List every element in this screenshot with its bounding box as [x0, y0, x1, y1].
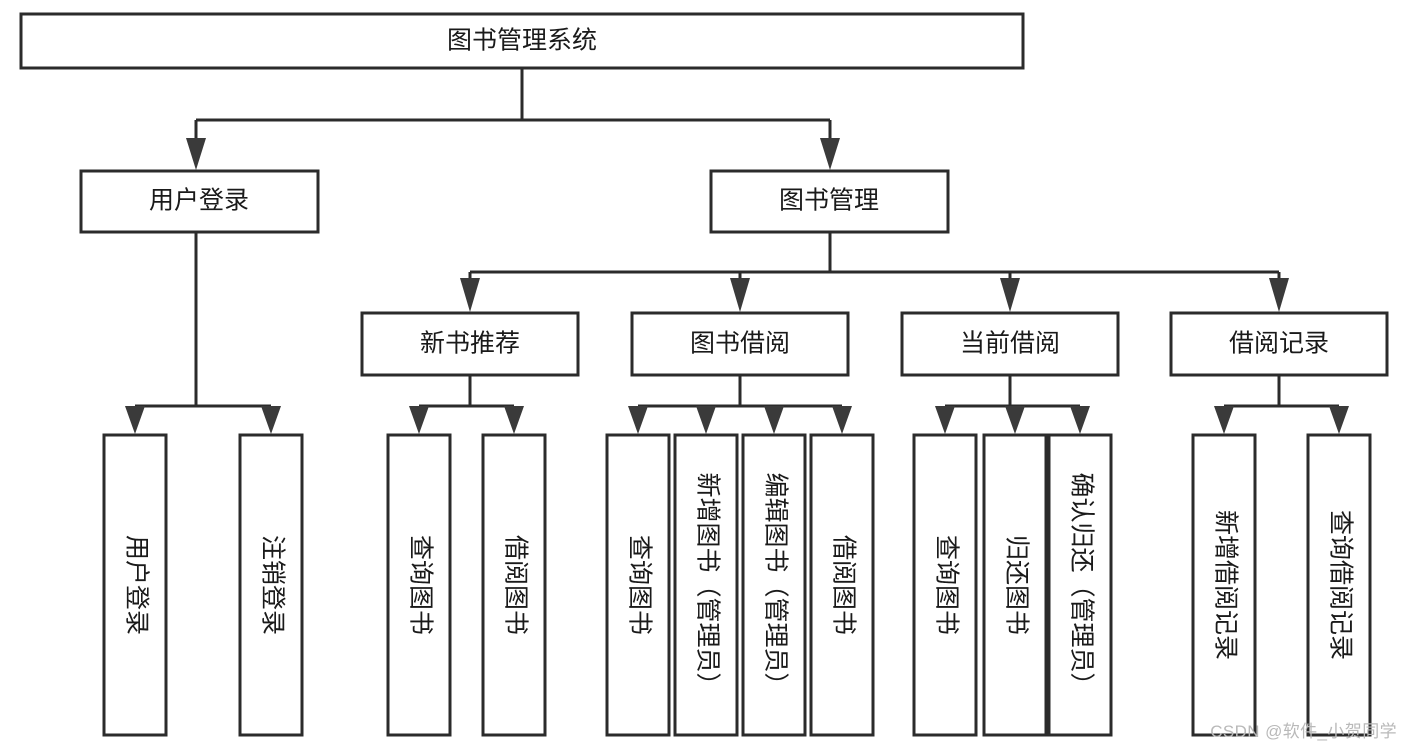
node-book-management-box[interactable] — [709, 169, 950, 234]
node-user-login[interactable]: 用户登录 — [79, 169, 320, 234]
leaf-node[interactable]: 确认归还（管理员） — [1047, 433, 1113, 737]
leaf-current-query-box[interactable] — [912, 433, 978, 737]
leaf-logout-box[interactable] — [238, 433, 304, 737]
leaf-user-login-label: 用户登录 — [122, 535, 150, 635]
arrow-icon-borrow-1 — [628, 406, 648, 434]
node-new-book-recommend-box[interactable] — [360, 311, 580, 377]
node-new-book-recommend-label: 新书推荐 — [420, 330, 520, 358]
leaf-records-query-label: 查询借阅记录 — [1326, 510, 1354, 660]
node-user-login-label: 用户登录 — [149, 187, 249, 215]
leaf-records-add-box[interactable] — [1191, 433, 1257, 737]
watermark: CSDN @软件_小贺同学 — [1210, 722, 1397, 741]
arrow-icon-borrow-4 — [832, 406, 852, 434]
node-book-borrow-label: 图书借阅 — [690, 330, 790, 358]
leaf-borrow-add-label: 新增图书（管理员） — [693, 472, 721, 697]
arrow-icon-newbook-1 — [409, 406, 429, 434]
node-book-borrow-box[interactable] — [630, 311, 850, 377]
node-title[interactable]: 图书管理系统 — [19, 12, 1025, 70]
node-title-box[interactable] — [19, 12, 1025, 70]
leaf-borrow-edit-label: 编辑图书（管理员） — [761, 472, 789, 697]
node-current-borrow[interactable]: 当前借阅 — [900, 311, 1120, 377]
leaf-node[interactable]: 新增借阅记录 — [1191, 433, 1257, 737]
arrow-icon-manage-3 — [1000, 278, 1020, 312]
node-user-login-box[interactable] — [79, 169, 320, 234]
leaf-newbook-borrow-label: 借阅图书 — [501, 535, 529, 635]
leaf-records-add-label: 新增借阅记录 — [1211, 510, 1239, 660]
leaf-borrow-query-label: 查询图书 — [625, 535, 653, 635]
arrow-icon-root-2 — [820, 138, 840, 170]
node-current-borrow-label: 当前借阅 — [960, 330, 1060, 358]
leaf-node[interactable]: 借阅图书 — [481, 433, 547, 737]
node-borrow-records-box[interactable] — [1169, 311, 1389, 377]
leaf-borrow-query-box[interactable] — [605, 433, 671, 737]
leaf-node[interactable]: 编辑图书（管理员） — [741, 433, 807, 737]
node-book-borrow[interactable]: 图书借阅 — [630, 311, 850, 377]
leaf-node[interactable]: 用户登录 — [102, 433, 168, 737]
leaf-user-login-box[interactable] — [102, 433, 168, 737]
leaf-current-return-box[interactable] — [982, 433, 1048, 737]
arrow-icon-borrow-2 — [696, 406, 716, 434]
leaf-newbook-borrow-box[interactable] — [481, 433, 547, 737]
leaf-current-confirm-box[interactable] — [1047, 433, 1113, 737]
arrow-icon-records-2 — [1329, 406, 1349, 434]
leaf-borrow-add-box[interactable] — [673, 433, 739, 737]
arrow-icon-current-2 — [1005, 406, 1025, 434]
arrow-icon-current-3 — [1070, 406, 1090, 434]
leaf-current-return-label: 归还图书 — [1002, 535, 1030, 635]
leaf-node[interactable]: 查询图书 — [605, 433, 671, 737]
leaf-node[interactable]: 归还图书 — [982, 433, 1048, 737]
node-book-management[interactable]: 图书管理 — [709, 169, 950, 234]
arrow-icon-manage-1 — [460, 278, 480, 312]
arrow-icon-login-2 — [261, 406, 281, 434]
leaf-node[interactable]: 查询图书 — [912, 433, 978, 737]
arrow-icon-borrow-3 — [764, 406, 784, 434]
arrow-icon-newbook-2 — [504, 406, 524, 434]
leaf-current-confirm-label: 确认归还（管理员） — [1067, 472, 1095, 697]
leaf-logout-label: 注销登录 — [258, 535, 286, 635]
leaf-node[interactable]: 查询图书 — [386, 433, 452, 737]
arrow-icon-login-1 — [125, 406, 145, 434]
leaf-node[interactable]: 查询借阅记录 — [1306, 433, 1372, 737]
arrow-icon-records-1 — [1214, 406, 1234, 434]
arrow-icon-manage-4 — [1269, 278, 1289, 312]
node-borrow-records[interactable]: 借阅记录 — [1169, 311, 1389, 377]
leaf-newbook-query-box[interactable] — [386, 433, 452, 737]
leaf-node[interactable]: 新增图书（管理员） — [673, 433, 739, 737]
leaf-current-query-label: 查询图书 — [932, 535, 960, 635]
node-borrow-records-label: 借阅记录 — [1229, 330, 1329, 358]
node-new-book-recommend[interactable]: 新书推荐 — [360, 311, 580, 377]
node-current-borrow-box[interactable] — [900, 311, 1120, 377]
leaf-borrow-edit-box[interactable] — [741, 433, 807, 737]
arrow-icon-root-1 — [186, 138, 206, 170]
node-title-label: 图书管理系统 — [447, 27, 597, 55]
leaf-node[interactable]: 借阅图书 — [809, 433, 875, 737]
leaf-newbook-query-label: 查询图书 — [406, 535, 434, 635]
connectors — [125, 68, 1349, 434]
node-book-management-label: 图书管理 — [779, 187, 879, 215]
arrow-icon-current-1 — [935, 406, 955, 434]
leaf-records-query-box[interactable] — [1306, 433, 1372, 737]
arrow-icon-manage-2 — [730, 278, 750, 312]
leaf-borrow-lend-box[interactable] — [809, 433, 875, 737]
leaf-node[interactable]: 注销登录 — [238, 433, 304, 737]
leaf-borrow-lend-label: 借阅图书 — [829, 535, 857, 635]
